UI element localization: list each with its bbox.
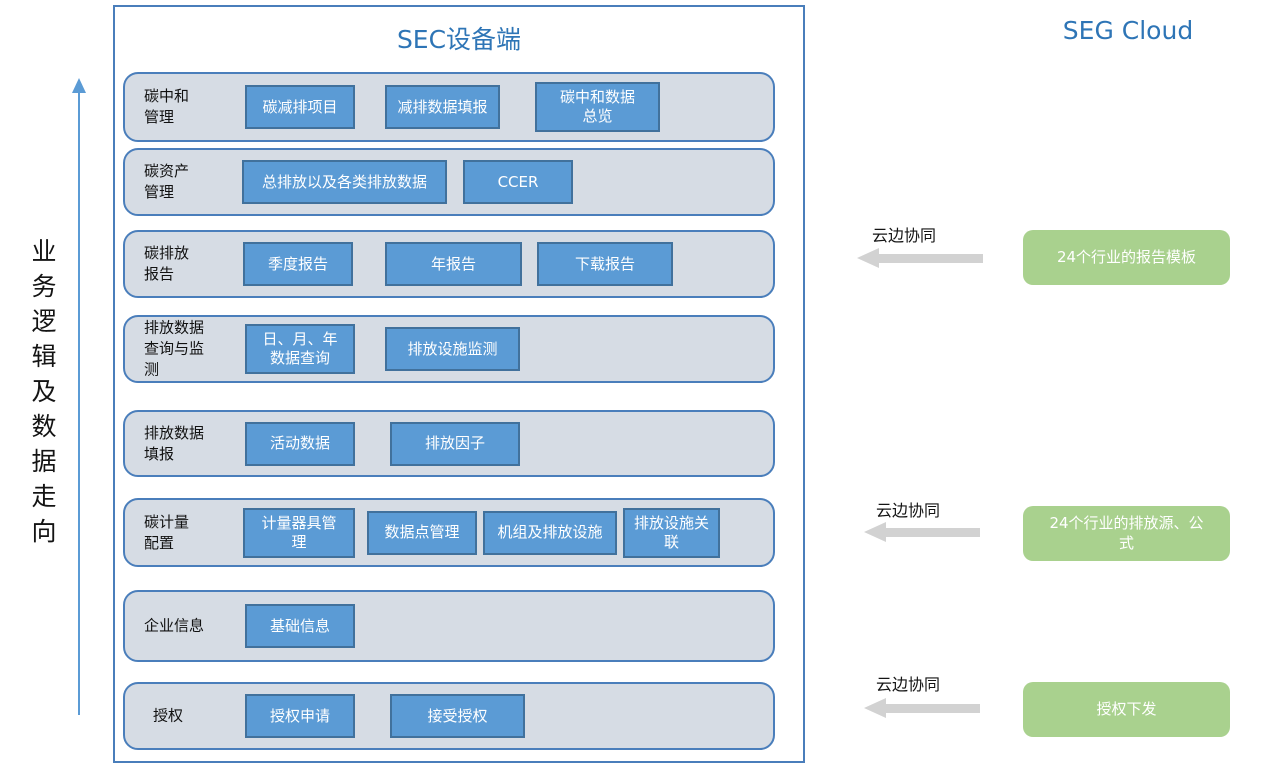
tile-basic-info: 基础信息 <box>245 604 355 648</box>
left-arrow-icon <box>857 248 983 268</box>
row-label: 碳中和 管理 <box>144 87 190 126</box>
row-label: 碳资产 管理 <box>144 162 190 201</box>
row-label: 碳排放 报告 <box>144 244 190 283</box>
row-carbon-emission-report: 碳排放 报告 季度报告 年报告 下载报告 <box>123 230 775 298</box>
tile-day-month-year-query: 日、月、年 数据查询 <box>245 324 355 374</box>
tile-activity-data: 活动数据 <box>245 421 355 466</box>
tile-reduction-data-reporting: 减排数据填报 <box>385 85 500 129</box>
row-enterprise-info: 企业信息 基础信息 <box>123 590 775 662</box>
arrow-shaft <box>886 527 980 537</box>
arrow-head <box>864 522 886 542</box>
row-carbon-metering-config: 碳计量 配置 计量器具管 理 数据点管理 机组及排放设施 排放设施关 联 <box>123 498 775 567</box>
tile-emission-factor: 排放因子 <box>390 421 520 466</box>
cloud-edge-sync-label: 云边协同 <box>872 226 937 245</box>
arrow-shaft <box>879 253 983 263</box>
row-label: 碳计量 配置 <box>144 512 190 552</box>
tile-total-emissions-data: 总排放以及各类排放数据 <box>242 160 447 204</box>
cloud-edge-sync-label: 云边协同 <box>876 501 941 520</box>
tile-quarterly-report: 季度报告 <box>243 242 353 286</box>
emission-source-formula-box: 24个行业的排放源、公 式 <box>1023 506 1230 561</box>
row-authorization: 授权 授权申请 接受授权 <box>123 682 775 750</box>
tile-unit-emission-facility: 机组及排放设施 <box>483 510 617 555</box>
row-carbon-neutral-mgmt: 碳中和 管理 碳减排项目 减排数据填报 碳中和数据 总览 <box>123 72 775 142</box>
business-logic-flow-label: 业务逻辑及数据走向 <box>28 238 57 553</box>
row-carbon-asset-mgmt: 碳资产 管理 总排放以及各类排放数据 CCER <box>123 148 775 216</box>
device-panel: SEC设备端 碳中和 管理 碳减排项目 减排数据填报 碳中和数据 总览 碳资产 … <box>113 5 805 763</box>
left-arrow-icon <box>864 522 980 542</box>
row-label: 企业信息 <box>144 616 205 635</box>
row-label: 排放数据 填报 <box>144 423 205 463</box>
arrow-shaft <box>886 703 980 713</box>
tile-ccer: CCER <box>463 160 573 204</box>
row-label: 授权 <box>153 706 184 725</box>
row-emission-data-reporting: 排放数据 填报 活动数据 排放因子 <box>123 410 775 477</box>
tile-emission-facility-link: 排放设施关 联 <box>623 507 720 558</box>
up-arrow-icon <box>72 78 86 93</box>
device-panel-title: SEC设备端 <box>396 25 522 54</box>
tile-annual-report: 年报告 <box>385 242 522 286</box>
arrow-head <box>857 248 879 268</box>
up-arrow-line <box>78 92 80 715</box>
authorization-issue-box: 授权下发 <box>1023 682 1230 737</box>
tile-metering-device-mgmt: 计量器具管 理 <box>243 507 355 558</box>
cloud-panel-title: SEG Cloud <box>1062 16 1194 45</box>
left-arrow-icon <box>864 698 980 718</box>
cloud-edge-sync-label: 云边协同 <box>876 675 941 694</box>
tile-emission-facility-monitor: 排放设施监测 <box>385 327 520 371</box>
tile-carbon-reduction-projects: 碳减排项目 <box>245 85 355 129</box>
row-emission-data-query-monitor: 排放数据 查询与监 测 日、月、年 数据查询 排放设施监测 <box>123 315 775 383</box>
tile-authorization-request: 授权申请 <box>245 694 355 738</box>
tile-download-report: 下载报告 <box>537 242 673 286</box>
tile-accept-authorization: 接受授权 <box>390 694 525 738</box>
row-label: 排放数据 查询与监 测 <box>144 318 205 379</box>
tile-carbon-neutral-overview: 碳中和数据 总览 <box>535 82 660 132</box>
tile-data-point-mgmt: 数据点管理 <box>367 510 477 555</box>
report-template-box: 24个行业的报告模板 <box>1023 230 1230 285</box>
arrow-head <box>864 698 886 718</box>
